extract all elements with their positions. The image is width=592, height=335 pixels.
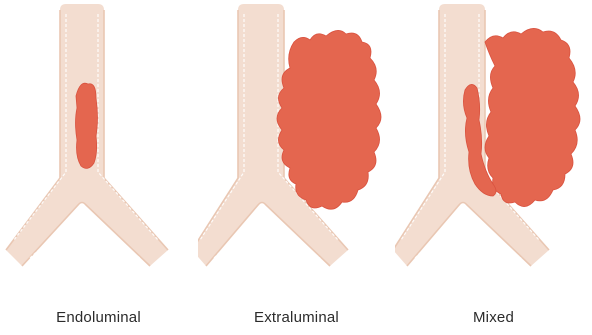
label-endoluminal: Endoluminal <box>0 309 197 326</box>
label-mixed: Mixed <box>395 309 592 326</box>
panel-extraluminal: Extraluminal <box>198 0 395 335</box>
airway-mixed-illustration <box>395 0 592 300</box>
panel-mixed: Mixed <box>395 0 592 335</box>
extraluminal-tumor <box>277 30 381 209</box>
endoluminal-tumor <box>76 83 98 168</box>
mixed-tumor-extraluminal-part <box>485 28 580 206</box>
panel-endoluminal: Endoluminal <box>0 0 197 335</box>
airway-endoluminal-illustration <box>0 0 197 300</box>
airway-extraluminal-illustration <box>198 0 395 300</box>
label-extraluminal: Extraluminal <box>198 309 395 326</box>
